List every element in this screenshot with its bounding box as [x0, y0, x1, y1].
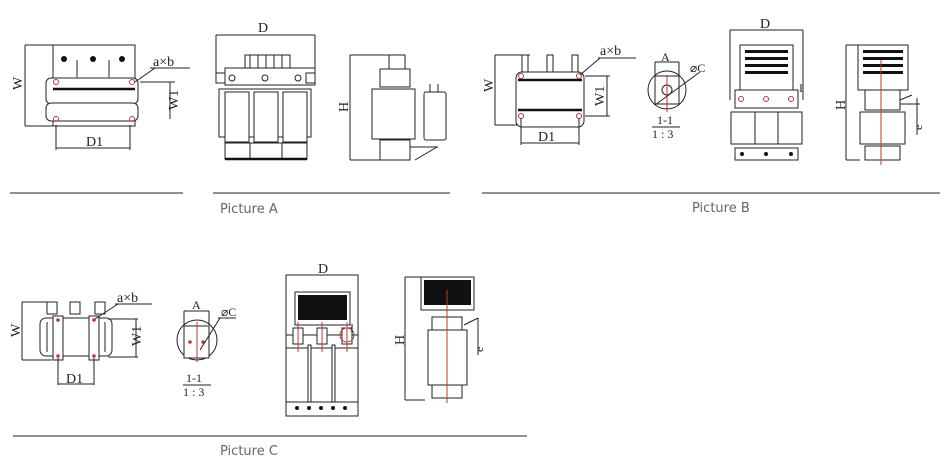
- dim-h-label: H: [834, 100, 849, 110]
- picture-c-side-view: H e: [393, 276, 486, 403]
- dim-d-label: D: [318, 262, 328, 277]
- dim-w1-label: W1: [130, 326, 145, 346]
- dim-e-label: e: [472, 347, 486, 352]
- dim-d1-label: D1: [86, 135, 103, 150]
- dim-i-label: I: [799, 81, 803, 95]
- dim-h-label: H: [337, 102, 352, 112]
- picture-a-side-view: H: [337, 54, 447, 161]
- picture-b-caption: Picture B: [692, 201, 750, 216]
- dim-c-label: ⌀C: [221, 305, 236, 319]
- dim-e-label: e: [911, 125, 925, 130]
- dim-d-label: D: [760, 17, 770, 32]
- picture-a-top-view: W a×b W1 D1: [11, 44, 190, 150]
- picture-b-side-view: H e: [834, 44, 925, 165]
- picture-a-front-view: D: [215, 21, 316, 161]
- dim-c-label: ⌀C: [690, 61, 705, 75]
- dim-w-label: W: [11, 76, 26, 90]
- dim-d1-label: D1: [66, 372, 83, 387]
- dim-w-label: W: [9, 323, 24, 337]
- section-label: 1-1: [657, 113, 673, 127]
- dim-i-label: I: [350, 321, 354, 335]
- section-label: 1-1: [186, 371, 202, 385]
- dim-d1-label: D1: [538, 130, 555, 145]
- scale-label: 1 : 3: [652, 127, 673, 141]
- picture-c-top-view: W a×b W1 D1: [9, 291, 152, 387]
- dim-w1-label: W1: [167, 90, 182, 110]
- dim-w1-label: W1: [593, 86, 608, 106]
- dim-axb-label: a×b: [117, 291, 138, 306]
- dim-h-label: H: [393, 335, 408, 345]
- picture-c-section-view: A ⌀C 1-1 1 : 3: [176, 298, 236, 399]
- dim-w-label: W: [482, 78, 497, 92]
- scale-label: 1 : 3: [183, 385, 204, 399]
- dim-d-label: D: [258, 21, 268, 36]
- dim-a-label: A: [192, 298, 201, 312]
- picture-b-front-view: D I: [729, 17, 804, 161]
- picture-c-front-view: D I: [285, 262, 359, 417]
- picture-b-section-view: A ⌀C 1-1 1 : 3: [647, 50, 705, 141]
- dim-axb-label: a×b: [153, 55, 174, 70]
- picture-c-caption: Picture C: [220, 444, 278, 459]
- picture-a-caption: Picture A: [220, 202, 278, 217]
- dim-a-label: A: [661, 50, 670, 64]
- dim-axb-label: a×b: [600, 44, 621, 59]
- picture-b-top-view: W a×b W1 D1: [482, 44, 636, 145]
